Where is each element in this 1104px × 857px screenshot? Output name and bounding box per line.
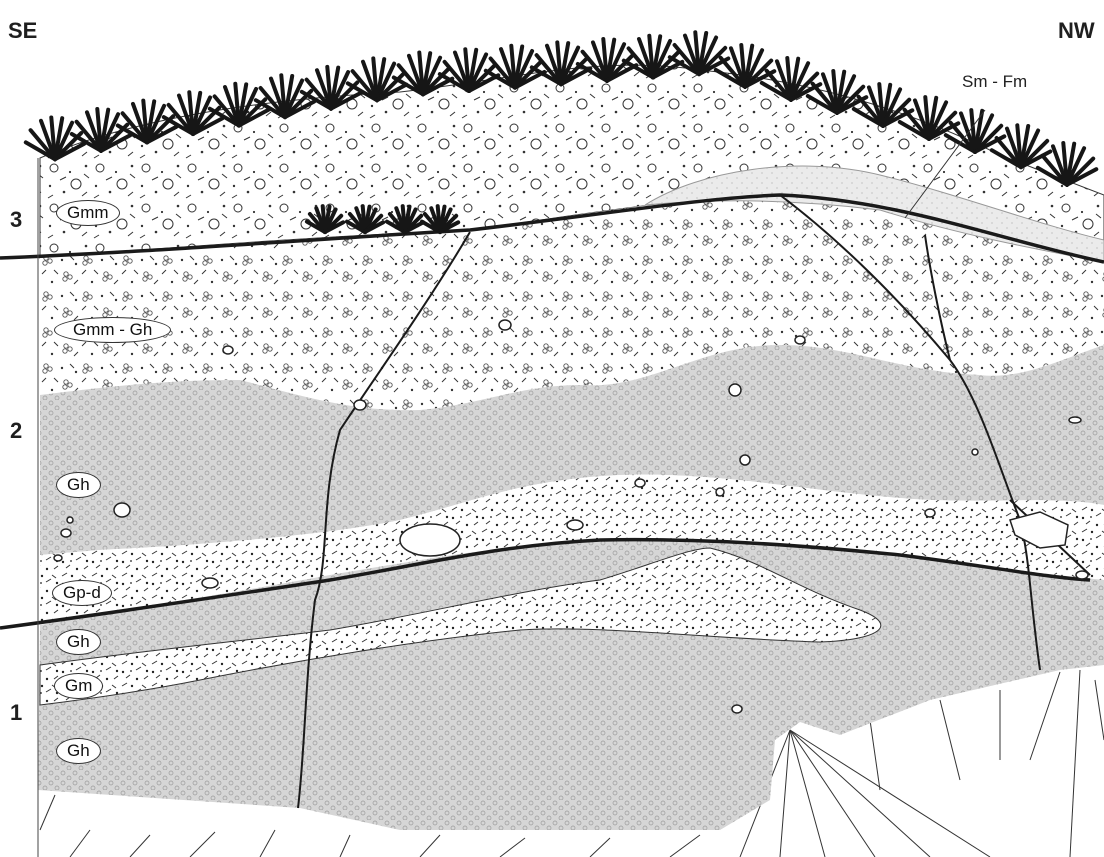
orientation-se-label: SE (8, 18, 37, 44)
facies-label-gmm: Gmm (56, 200, 120, 226)
facies-label-gmm-gh: Gmm - Gh (54, 317, 171, 343)
facies-label-gm: Gm (54, 673, 103, 699)
unit-number-3: 3 (10, 207, 22, 233)
unit-number-1: 1 (10, 700, 22, 726)
unit-number-2: 2 (10, 418, 22, 444)
orientation-nw-label: NW (1058, 18, 1095, 44)
facies-label-gh-upper: Gh (56, 472, 101, 498)
facies-label-gh-lower: Gh (56, 738, 101, 764)
facies-label-gh-middle: Gh (56, 629, 101, 655)
callout-sm-fm: Sm - Fm (962, 72, 1027, 92)
facies-label-gp-d: Gp-d (52, 580, 112, 606)
